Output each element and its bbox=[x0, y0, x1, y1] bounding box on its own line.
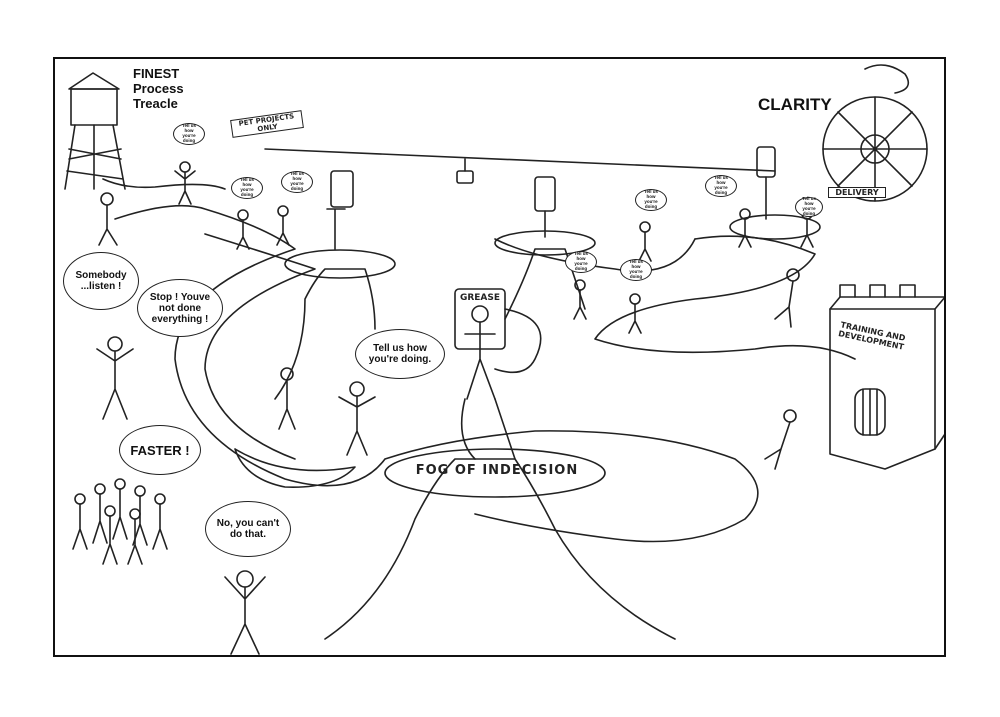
title-line-2: Process bbox=[133, 80, 184, 96]
tiny-bubble-6: Tell us how you're doing bbox=[620, 259, 652, 281]
grease-label: GREASE bbox=[459, 293, 501, 303]
sketch-scene bbox=[64, 64, 944, 655]
tiny-bubble-1: Tell us how you're doing bbox=[173, 123, 205, 145]
tiny-bubble-8: Tell us how you're doing bbox=[795, 196, 823, 217]
bubble-somebody-listen: Somebody ...listen ! bbox=[63, 252, 139, 310]
tiny-bubble-7: Tell us how you're doing bbox=[705, 175, 737, 197]
bubble-no-you-cant: No, you can't do that. bbox=[205, 501, 291, 557]
training-tower-icon bbox=[829, 284, 944, 470]
tiny-bubble-5: Tell us how you're doing bbox=[565, 251, 597, 273]
cable-line bbox=[264, 148, 776, 172]
title-line-1: FINEST bbox=[133, 66, 180, 81]
tiny-bubble-2: Tell us how you're doing bbox=[231, 177, 263, 199]
title-line-3: Treacle bbox=[133, 95, 178, 111]
bubble-stop: Stop ! Youve not done everything ! bbox=[137, 279, 223, 337]
left-volcano bbox=[274, 268, 376, 400]
bubble-tell-us: Tell us how you're doing. bbox=[355, 329, 445, 379]
tiny-bubble-4: Tell us how you're doing bbox=[635, 189, 667, 211]
bubble-faster: FASTER ! bbox=[119, 425, 201, 475]
illustration-frame: FINEST Process Treacle CLARITY PET PROJE… bbox=[53, 57, 946, 657]
cable-car-icon bbox=[456, 170, 474, 184]
water-wheel-icon bbox=[822, 64, 928, 202]
fog-of-indecision-label: FOG OF INDECISION bbox=[415, 463, 579, 478]
crowd-icon bbox=[72, 478, 168, 565]
delivery-sign: DELIVERY bbox=[828, 187, 886, 198]
water-tower-icon bbox=[64, 72, 226, 190]
grease-figure-icon bbox=[454, 288, 542, 460]
stick-figures bbox=[96, 161, 814, 655]
title-block: FINEST Process Treacle bbox=[133, 66, 184, 112]
treacle-river bbox=[114, 204, 759, 543]
boat-icon bbox=[234, 448, 356, 488]
tiny-bubble-3: Tell us how you're doing bbox=[281, 171, 313, 193]
big-volcano bbox=[324, 458, 676, 640]
clarity-label: CLARITY bbox=[758, 95, 832, 114]
